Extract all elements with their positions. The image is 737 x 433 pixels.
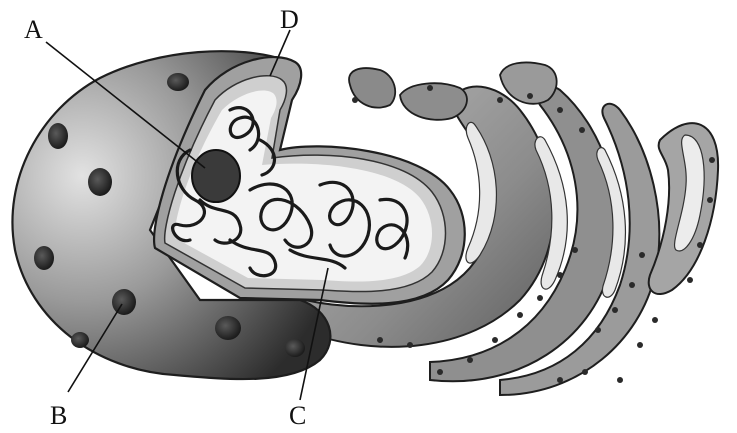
label-c: C (289, 401, 306, 430)
nucleolus (192, 150, 240, 202)
er-fragment-top-3 (400, 83, 467, 120)
label-d: D (280, 5, 299, 34)
label-a: A (24, 15, 43, 44)
label-b: B (50, 401, 67, 430)
